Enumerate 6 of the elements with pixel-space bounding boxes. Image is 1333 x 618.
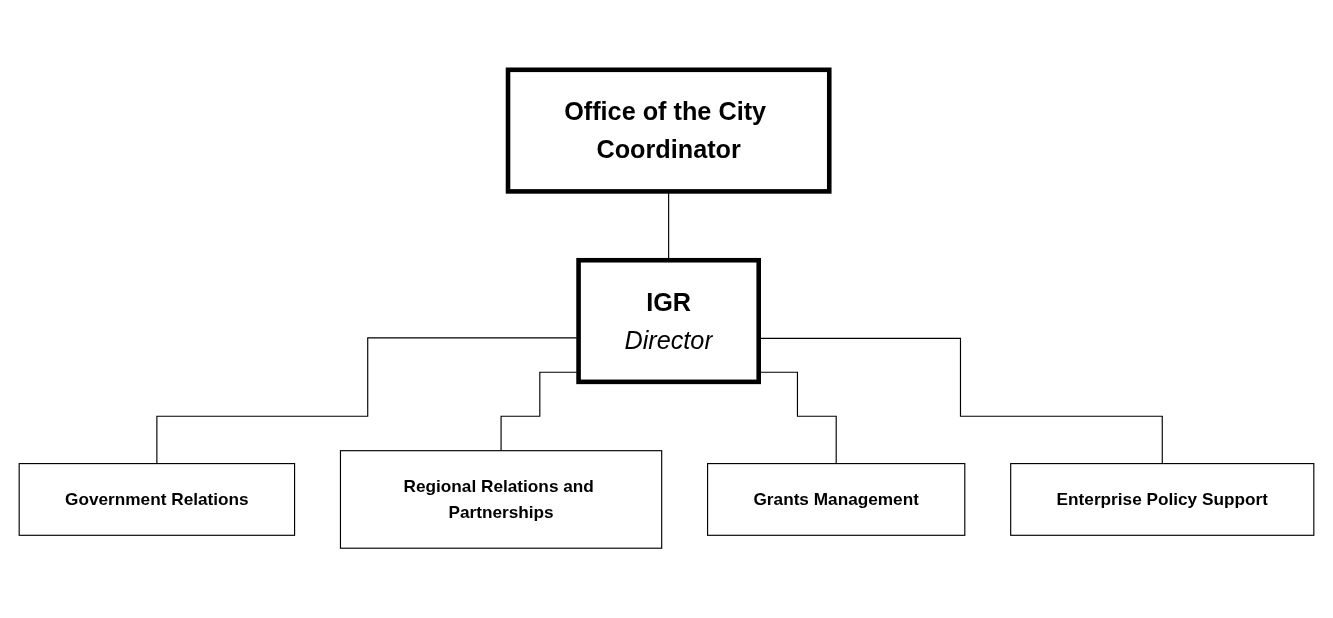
node-box: Regional Relations and Partnerships	[339, 450, 663, 549]
node-box: IGR Director	[576, 257, 761, 385]
node-box: Grants Management	[707, 463, 966, 536]
node-box: Government Relations	[18, 463, 296, 536]
node-box: Office of the City Coordinator	[505, 67, 832, 194]
node-box: Enterprise Policy Support	[1010, 463, 1315, 536]
